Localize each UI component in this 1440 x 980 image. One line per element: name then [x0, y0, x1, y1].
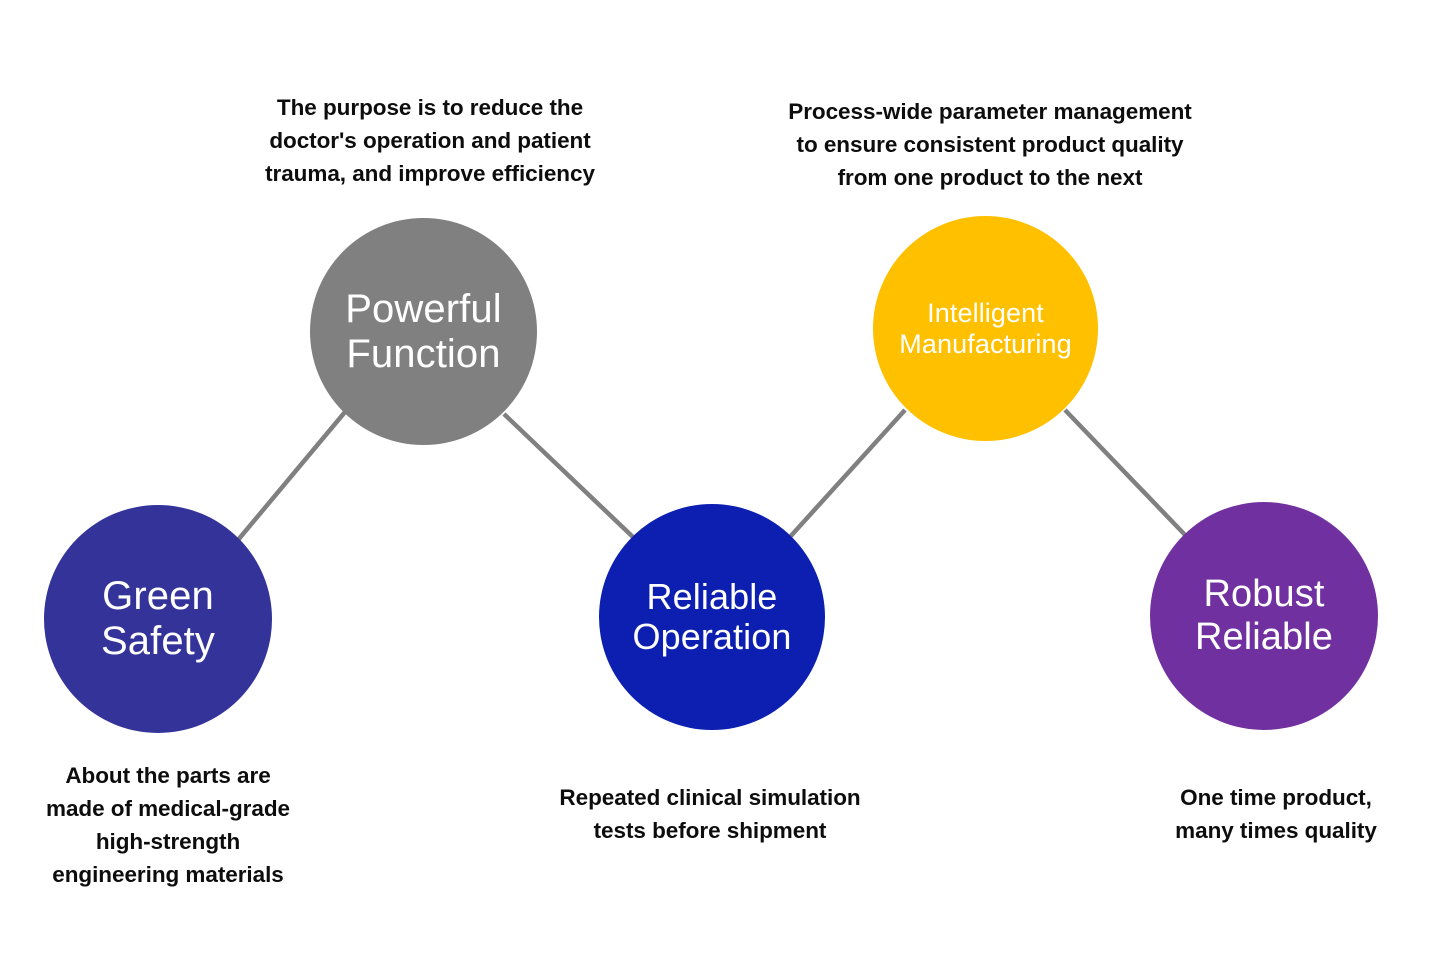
connector-intelligent-to-robust — [1063, 408, 1190, 540]
node-green-safety[interactable]: Green Safety — [44, 505, 272, 733]
connector-powerful-to-green — [236, 410, 347, 542]
node-intelligent-manufacturing[interactable]: Intelligent Manufacturing — [873, 216, 1098, 441]
node-green-safety-label: Green Safety — [101, 574, 215, 663]
connector-powerful-to-reliable — [502, 412, 636, 540]
node-robust-reliable[interactable]: Robust Reliable — [1150, 502, 1378, 730]
node-powerful-function[interactable]: Powerful Function — [310, 218, 537, 445]
node-reliable-operation[interactable]: Reliable Operation — [599, 504, 825, 730]
connector-intelligent-to-reliable — [787, 408, 907, 540]
node-intelligent-manufacturing-label: Intelligent Manufacturing — [899, 298, 1072, 359]
node-robust-reliable-label: Robust Reliable — [1194, 573, 1334, 658]
callout-reliable-operation: Repeated clinical simulation tests befor… — [559, 785, 861, 843]
callout-intelligent-manufacturing: Process-wide parameter management to ens… — [788, 99, 1192, 190]
callout-green-safety: About the parts are made of medical-grad… — [45, 763, 291, 887]
callout-robust-reliable: One time product, many times quality — [1175, 785, 1377, 843]
callout-powerful-function: The purpose is to reduce the doctor's op… — [265, 95, 595, 186]
node-powerful-function-label: Powerful Function — [345, 286, 502, 376]
node-reliable-operation-label: Reliable Operation — [632, 575, 792, 657]
